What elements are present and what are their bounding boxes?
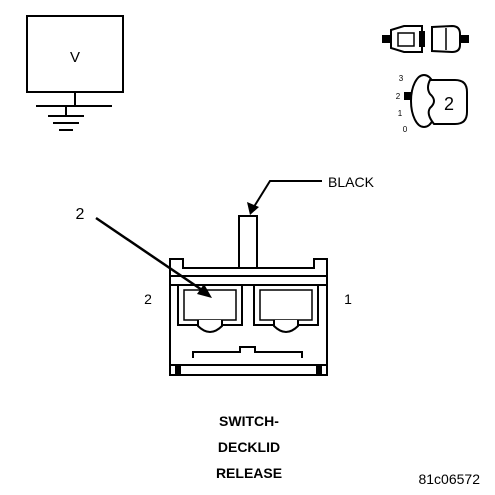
cavity-left-number: 2 — [144, 291, 152, 307]
pointer-arrow — [95, 216, 212, 298]
voltmeter-icon: V — [26, 15, 124, 131]
connector-face — [169, 258, 328, 376]
connector-disconnected-icon — [382, 24, 469, 54]
cavity-2 — [177, 284, 243, 333]
key-position-0: 0 — [403, 125, 408, 134]
cavity-1 — [253, 284, 319, 333]
ignition-key-icon: 3 2 1 0 2 — [396, 74, 468, 134]
cavity-right-number: 1 — [344, 291, 352, 307]
figure-id: 81c06572 — [418, 471, 480, 487]
pointer-callout-number: 2 — [76, 206, 85, 223]
caption-line-2: DECKLID — [218, 439, 280, 455]
caption-line-1: SWITCH- — [219, 413, 279, 429]
key-position-2: 2 — [396, 92, 401, 101]
voltmeter-symbol: V — [70, 49, 80, 66]
key-position-3: 3 — [399, 74, 404, 83]
caption-line-3: RELEASE — [216, 465, 282, 481]
wire-lead — [238, 180, 322, 269]
key-position-1: 1 — [398, 109, 403, 118]
wire-color-label: BLACK — [328, 174, 375, 190]
ground-symbol-icon — [48, 106, 84, 131]
key-callout-number: 2 — [444, 94, 454, 114]
